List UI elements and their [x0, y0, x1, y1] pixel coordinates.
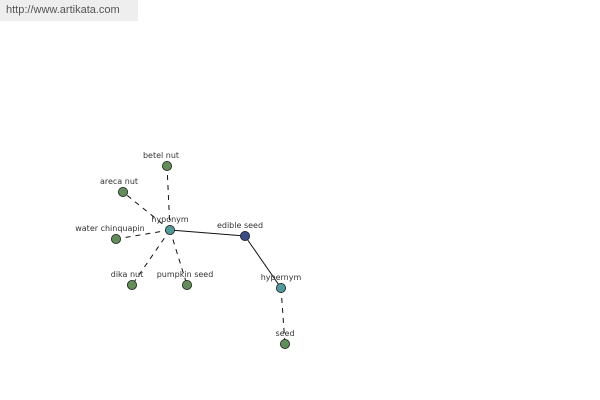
node-areca-nut[interactable] — [118, 186, 129, 197]
site-url[interactable]: http://www.artikata.com — [6, 4, 120, 16]
node-label-hypernym[interactable]: hypernym — [261, 273, 302, 282]
node-edible-seed[interactable] — [239, 230, 250, 241]
node-label-pumpkin-seed[interactable]: pumpkin seed — [157, 270, 214, 279]
edge-edible-seed-hypernym — [244, 235, 282, 289]
node-label-betel-nut[interactable]: betel nut — [143, 151, 179, 160]
node-betel-nut[interactable] — [161, 160, 172, 171]
edge-hyponym-dika-nut — [131, 229, 171, 286]
node-label-areca-nut[interactable]: areca nut — [100, 177, 138, 186]
node-hyponym[interactable] — [164, 224, 175, 235]
node-label-hyponym[interactable]: hyponym — [151, 215, 189, 224]
edge-hyponym-edible-seed — [169, 229, 246, 237]
node-label-seed[interactable]: seed — [275, 329, 294, 338]
node-pumpkin-seed[interactable] — [181, 279, 192, 290]
node-label-water-chinquapin[interactable]: water chinquapin — [75, 224, 145, 233]
edge-hyponym-betel-nut — [166, 165, 171, 231]
graph-nodes — [111, 160, 290, 349]
node-seed[interactable] — [279, 338, 290, 349]
node-hypernym[interactable] — [275, 282, 286, 293]
edge-hyponym-areca-nut — [122, 191, 171, 231]
graph-labels: betel nut areca nut water chinquapin dika n… — [75, 151, 301, 338]
graph-edges — [115, 165, 286, 345]
node-dika-nut[interactable] — [127, 279, 138, 290]
node-water-chinquapin[interactable] — [111, 233, 122, 244]
node-label-edible-seed[interactable]: edible seed — [217, 221, 263, 230]
url-banner: http://www.artikata.com — [0, 0, 138, 21]
node-label-dika-nut[interactable]: dika nut — [111, 270, 144, 279]
